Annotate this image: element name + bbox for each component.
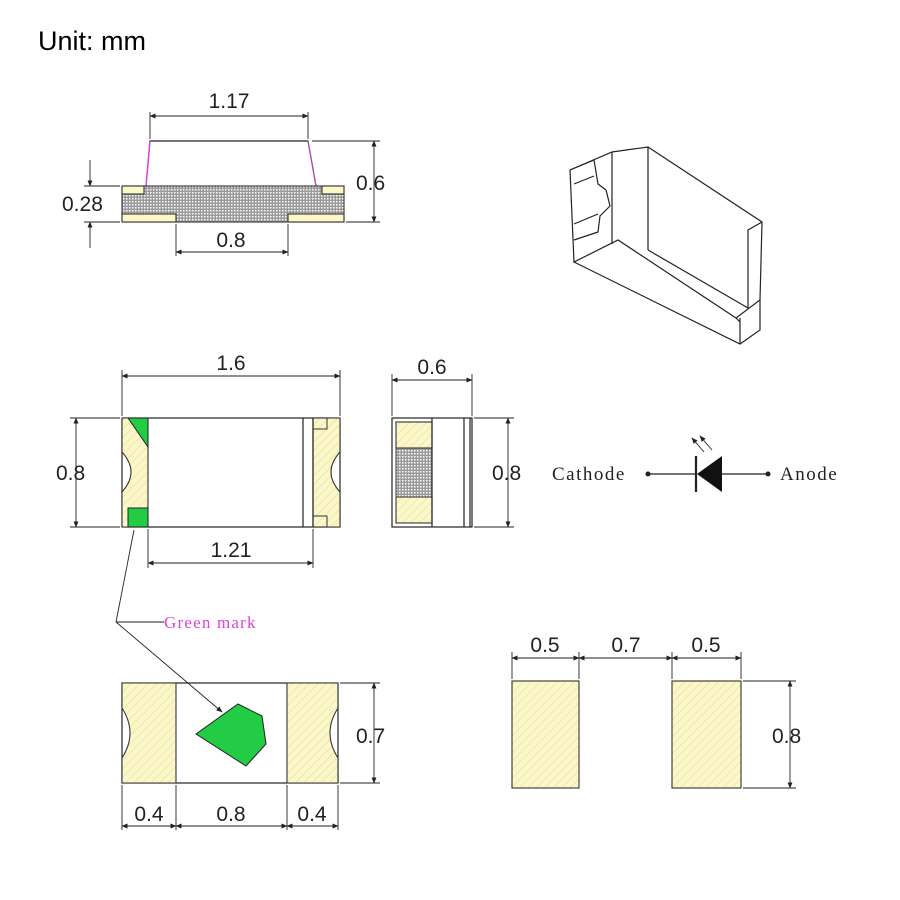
- bottom-view-pad-right: [286, 682, 339, 784]
- dim-footprint-height: 0.8: [772, 725, 801, 748]
- bottom-view: 0.7 0.4 0.8 0.4: [121, 682, 385, 830]
- dim-bottom-pad-right: 0.4: [297, 803, 327, 826]
- green-mark-callout: Green mark: [115, 529, 257, 713]
- bottom-view-pad-left: [121, 682, 177, 784]
- dim-bottom-pad-left: 0.4: [134, 803, 164, 826]
- bottom-green-mark-icon: [195, 703, 267, 767]
- light-emission-icon: [691, 437, 705, 453]
- side-view-terminal-bottom-right: [287, 213, 345, 223]
- end-view: 0.6 0.8: [391, 356, 521, 528]
- side-view-lens: [145, 140, 317, 187]
- isometric-view: [569, 146, 763, 345]
- dim-footprint-gap: 0.7: [611, 634, 640, 657]
- dim-top-width: 0.8: [56, 462, 85, 485]
- diode-schematic: Cathode Anode: [552, 435, 838, 492]
- dim-side-base-width: 0.8: [216, 229, 245, 252]
- bottom-view-body: [121, 682, 339, 784]
- diode-triangle-icon: [697, 456, 722, 492]
- side-view-terminal-top-left: [121, 185, 145, 195]
- top-view: 1.6 0.8 1.21: [56, 352, 341, 568]
- dim-side-height-total: 0.6: [356, 172, 385, 195]
- side-view-lens-edge-right: [307, 140, 317, 187]
- side-view: 1.17 0.6 0.28 0.8: [62, 90, 385, 256]
- dim-bottom-height: 0.7: [356, 725, 385, 748]
- footprint-pad-left: [511, 680, 580, 789]
- side-view-lens-edge: [145, 140, 151, 187]
- dim-top-length: 1.6: [216, 352, 245, 375]
- unit-title: Unit: mm: [38, 26, 146, 56]
- anode-label: Anode: [780, 464, 838, 485]
- dim-end-height: 0.8: [492, 462, 521, 485]
- dim-end-width: 0.6: [417, 356, 446, 379]
- side-view-terminal-bottom-left: [121, 213, 177, 223]
- side-view-terminal-top-right: [321, 185, 345, 195]
- dim-side-height-body: 0.28: [62, 193, 103, 216]
- dim-side-top-width: 1.17: [209, 90, 250, 113]
- footprint-pad-right: [671, 680, 742, 789]
- dim-footprint-pad-left: 0.5: [530, 634, 559, 657]
- dim-bottom-gap: 0.8: [216, 803, 245, 826]
- dim-footprint-pad-right: 0.5: [691, 634, 720, 657]
- top-view-pad-right: [312, 417, 341, 528]
- green-mark-bottom: [127, 507, 149, 528]
- cathode-label: Cathode: [552, 464, 626, 485]
- dim-top-inner-length: 1.21: [211, 539, 252, 562]
- green-mark-top: [127, 417, 149, 449]
- top-view-body: [121, 417, 341, 528]
- green-mark-label: Green mark: [164, 613, 257, 632]
- footprint: 0.5 0.7 0.5 0.8: [511, 634, 801, 789]
